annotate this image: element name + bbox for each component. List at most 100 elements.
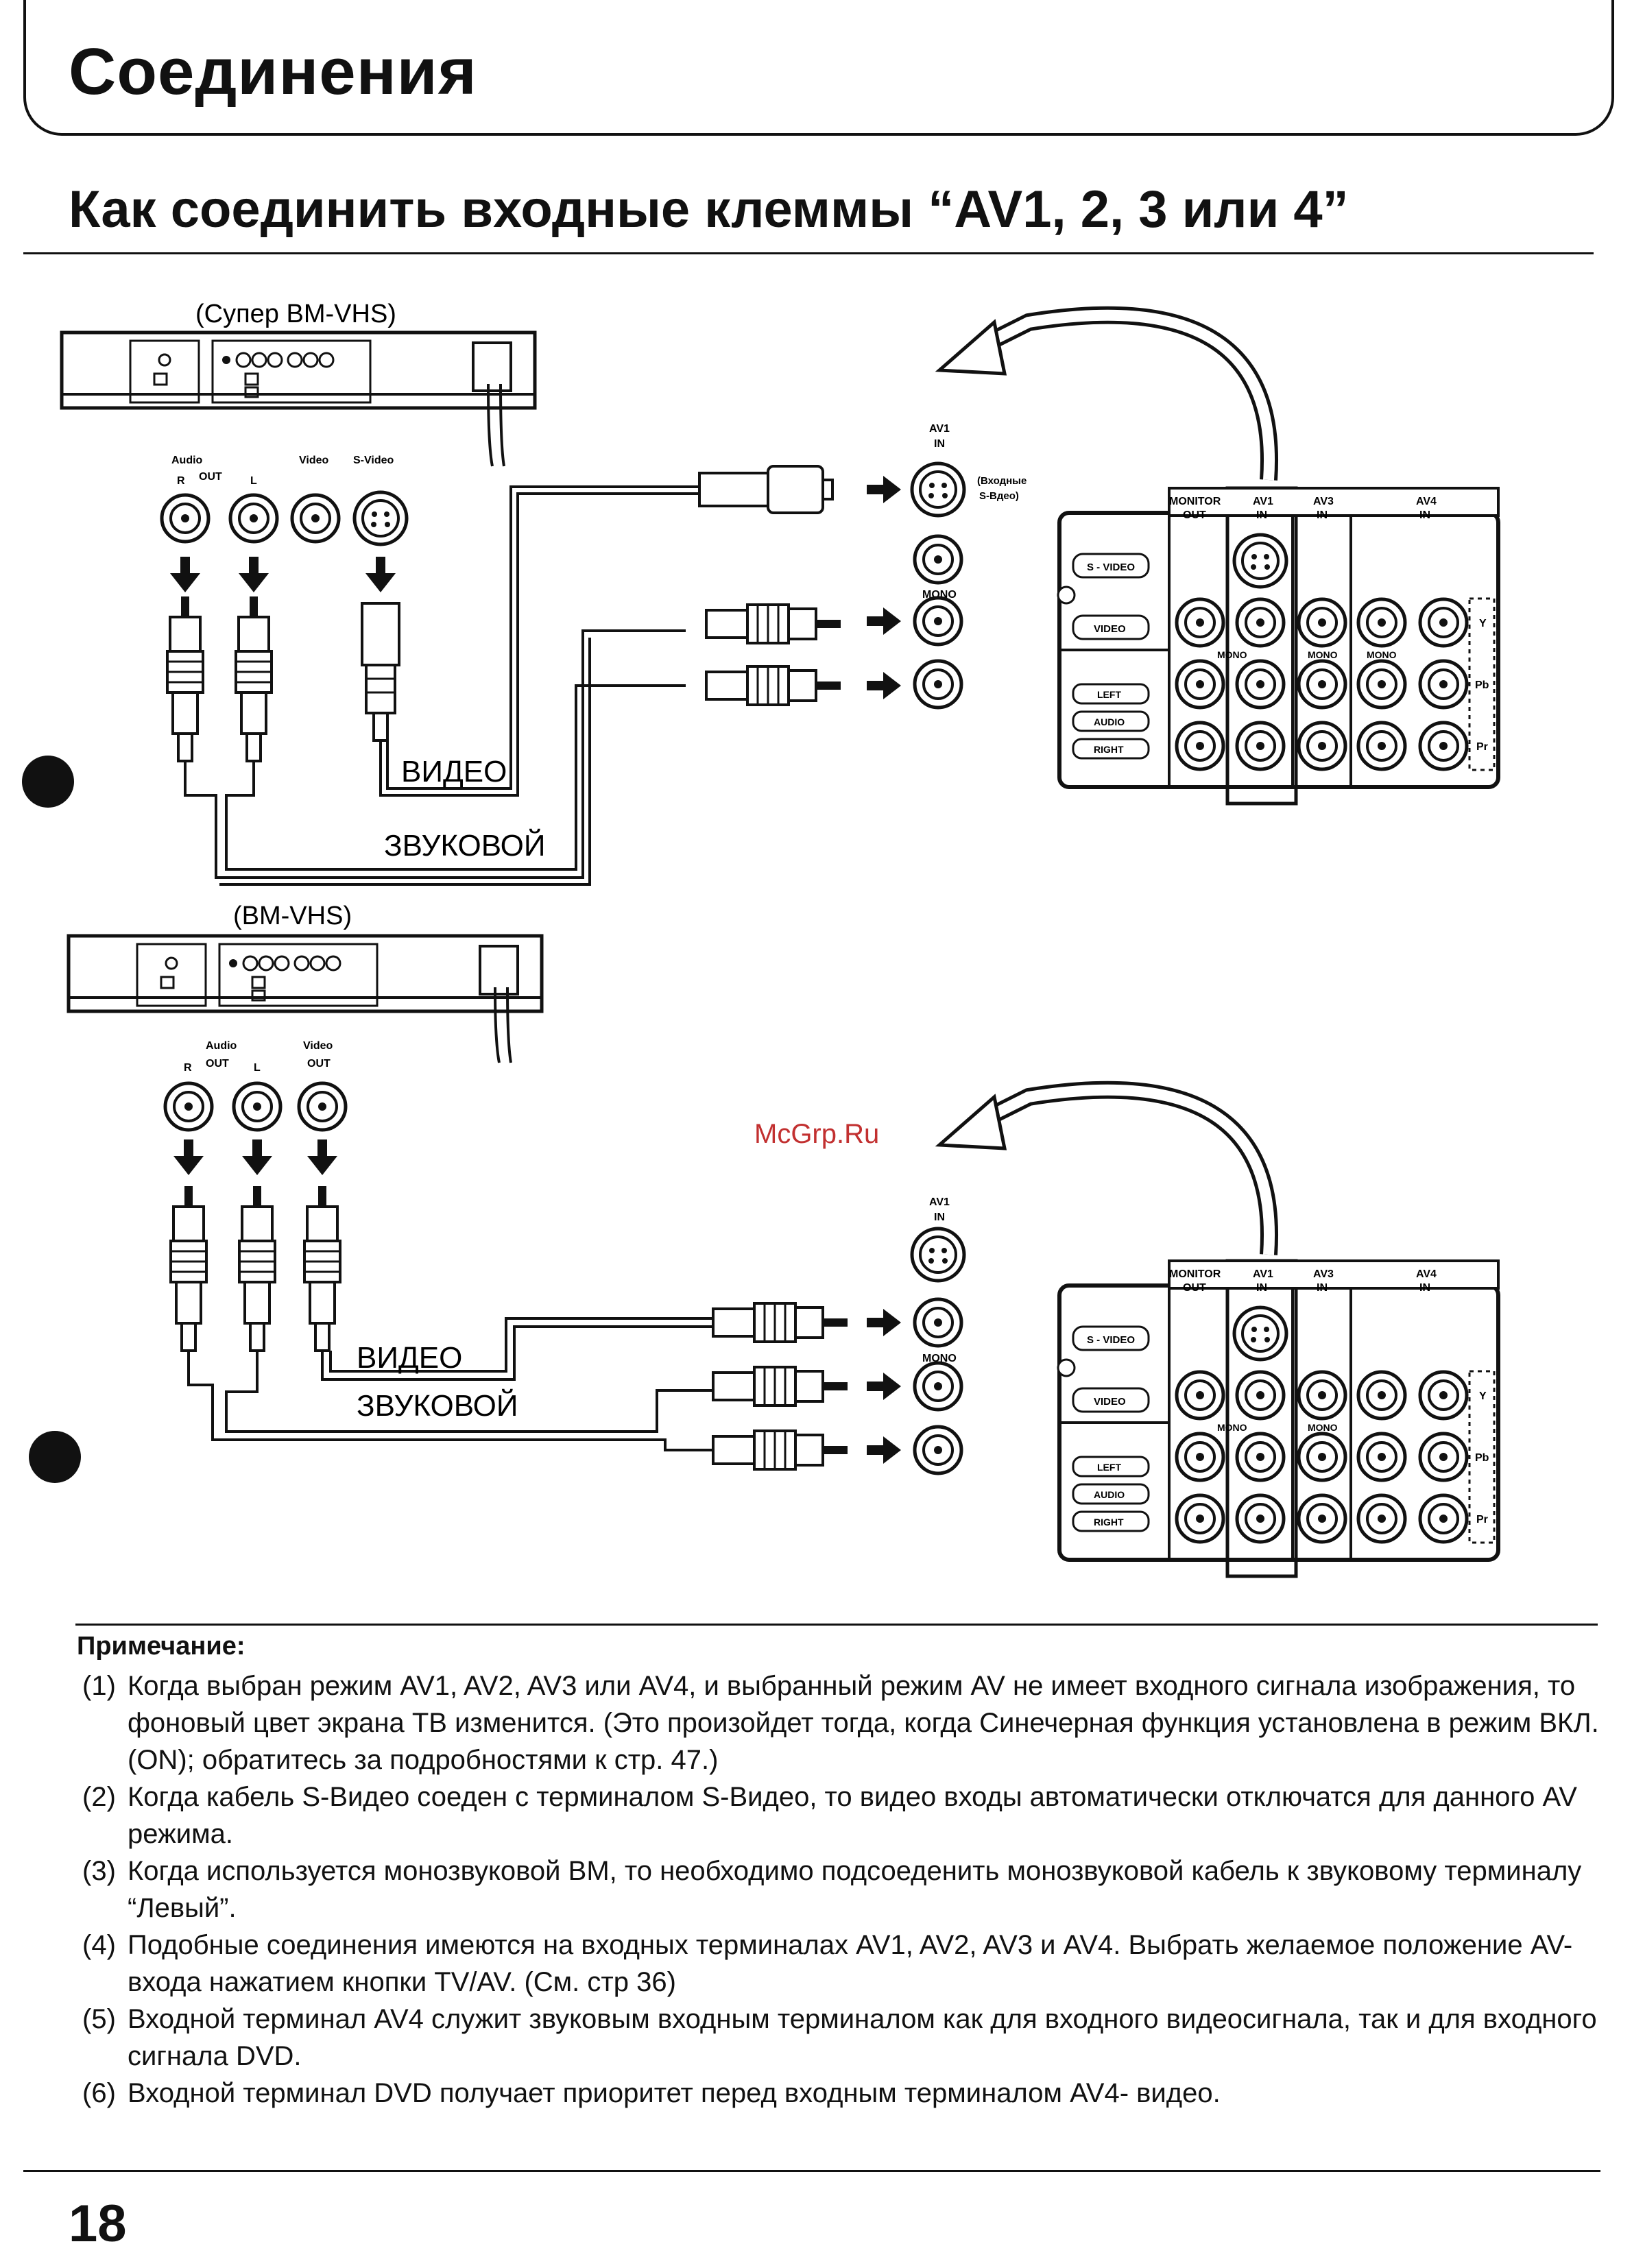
svg-text:IN: IN	[1419, 1282, 1430, 1294]
bullet-dot-top	[22, 756, 74, 808]
bottom-video-label: Video	[303, 1040, 333, 1052]
svg-text:AUDIO: AUDIO	[1094, 1489, 1125, 1500]
svg-text:S - VIDEO: S - VIDEO	[1087, 1334, 1135, 1346]
page-number: 18	[69, 2195, 127, 2253]
svg-text:MONO: MONO	[1217, 649, 1247, 660]
top-out-label: OUT	[199, 471, 222, 483]
svg-text:MONITOR: MONITOR	[1169, 496, 1221, 507]
bottom-video-out-label: OUT	[307, 1058, 331, 1070]
top-av1-label: AV1	[929, 423, 950, 435]
bottom-r-label: R	[184, 1062, 192, 1074]
bottom-rca-r	[169, 1185, 208, 1352]
svg-text:MONITOR: MONITOR	[1169, 1268, 1221, 1280]
top-rca-l	[235, 595, 273, 762]
svg-text:IN: IN	[1419, 509, 1430, 521]
svg-text:IN: IN	[1256, 1282, 1267, 1294]
top-in-label: IN	[934, 438, 945, 450]
top-tv-panel: MONITOR OUT AV1 IN AV3 IN AV4 IN S - VID…	[1058, 488, 1498, 804]
note-text: Когда выбран режим AV1, AV2, AV3 или AV4…	[128, 1671, 1599, 1775]
svg-text:RIGHT: RIGHT	[1094, 744, 1124, 755]
header-frame	[23, 0, 1614, 136]
note-text: Входной терминал AV4 служит звуковым вхо…	[128, 2004, 1597, 2071]
svg-text:VIDEO: VIDEO	[1094, 623, 1126, 635]
svg-text:OUT: OUT	[1183, 1282, 1206, 1294]
top-input-svideo-jack	[912, 463, 964, 516]
watermark: McGrp.Ru	[754, 1119, 880, 1149]
top-rca-r	[166, 595, 204, 762]
top-diagram: (Супер ВМ-VHS) Audio OUT R L Video S-Vid…	[62, 300, 1498, 886]
note-number: (6)	[82, 2078, 116, 2108]
top-l-label: L	[250, 475, 257, 487]
bottom-input-left-jack	[915, 1363, 961, 1410]
note-number: (1)	[82, 1671, 116, 1701]
svg-text:Pr: Pr	[1476, 1514, 1488, 1525]
subheading: Как соединить входные клеммы “AV1, 2, 3 …	[69, 180, 1349, 239]
note-number: (2)	[82, 1782, 116, 1812]
svg-text:AV4: AV4	[1416, 1268, 1437, 1280]
top-audio-r-jack	[162, 495, 208, 542]
top-audio-cable-label: ЗВУКОВОЙ	[384, 828, 546, 862]
top-svideo-in-label-2: S-Вдео)	[979, 490, 1019, 502]
bottom-audio-label: Audio	[206, 1040, 237, 1052]
note-number: (4)	[82, 1930, 116, 1960]
bottom-l-label: L	[254, 1062, 261, 1074]
svg-text:AV1: AV1	[1253, 1268, 1273, 1280]
note-number: (5)	[82, 2004, 116, 2034]
note-text: Когда используется монозвуковой ВМ, то н…	[128, 1856, 1582, 1923]
svg-text:S - VIDEO: S - VIDEO	[1087, 562, 1135, 573]
svg-text:IN: IN	[1317, 1282, 1328, 1294]
bullet-dot-bottom	[29, 1431, 81, 1483]
notes-list: (1) Когда выбран режим AV1, AV2, AV3 или …	[82, 1667, 1605, 2112]
top-input-video-jack	[915, 536, 961, 583]
bottom-diagram: (ВМ-VHS) Audio OUT R L Video OUT ВИДЕО З…	[69, 902, 1498, 1576]
top-r-label: R	[177, 475, 185, 487]
svg-text:Pr: Pr	[1476, 741, 1488, 753]
top-svideo-in-label-1: (Входные	[977, 475, 1027, 487]
note-item: (1) Когда выбран режим AV1, AV2, AV3 или …	[82, 1667, 1605, 1778]
note-item: (6)Входной терминал DVD получает приорит…	[82, 2075, 1605, 2112]
svg-text:Pb: Pb	[1475, 1452, 1489, 1464]
heading-rule	[23, 252, 1594, 254]
bottom-input-video-jack	[915, 1299, 961, 1346]
note-number: (3)	[82, 1856, 116, 1886]
top-device-label: (Супер ВМ-VHS)	[195, 300, 396, 328]
top-input-left-jack	[915, 598, 961, 644]
bottom-audio-l-jack	[234, 1083, 280, 1130]
notes-title: Примечание:	[77, 1632, 245, 1661]
top-video-label: Video	[299, 455, 329, 466]
svg-text:VIDEO: VIDEO	[1094, 1396, 1126, 1408]
notes-rule	[75, 1624, 1598, 1626]
note-item: (3) Когда используется монозвуковой ВМ, т…	[82, 1853, 1605, 1927]
note-item: (2)Когда кабель S-Видео соеден с термина…	[82, 1778, 1605, 1853]
bottom-audio-cable-label: ЗВУКОВОЙ	[357, 1388, 518, 1423]
top-vcr	[62, 333, 535, 408]
connection-diagram: (Супер ВМ-VHS) Audio OUT R L Video S-Vid…	[22, 300, 1632, 1604]
bottom-device-label: (ВМ-VHS)	[233, 902, 352, 930]
svg-text:Pb: Pb	[1475, 679, 1489, 691]
bottom-mono-label: MONO	[922, 1353, 957, 1364]
svg-text:Y: Y	[1479, 1390, 1487, 1402]
svg-text:MONO: MONO	[1308, 1422, 1338, 1433]
bottom-in-label: IN	[934, 1211, 945, 1223]
bottom-vcr	[69, 936, 542, 1011]
svg-text:LEFT: LEFT	[1097, 689, 1121, 700]
svg-text:AV1: AV1	[1253, 496, 1273, 507]
bottom-out-label: OUT	[206, 1058, 229, 1070]
bottom-tv-panel: MONITOR OUT AV1 IN AV3 IN AV4 IN S - VID…	[1058, 1261, 1498, 1576]
top-audio-label: Audio	[171, 455, 203, 466]
bottom-rca-video	[303, 1185, 341, 1352]
svg-text:OUT: OUT	[1183, 509, 1206, 521]
bottom-audio-r-jack	[165, 1083, 212, 1130]
svg-text:IN: IN	[1317, 509, 1328, 521]
svg-text:LEFT: LEFT	[1097, 1462, 1121, 1473]
svg-text:AV4: AV4	[1416, 496, 1437, 507]
top-svideo-jack	[355, 492, 407, 544]
svg-text:IN: IN	[1256, 509, 1267, 521]
svg-text:MONO: MONO	[1367, 649, 1397, 660]
top-video-cable-label: ВИДЕО	[401, 755, 507, 788]
top-audio-l-jack	[230, 495, 277, 542]
bottom-rca-l	[238, 1185, 276, 1352]
footer-rule	[23, 2170, 1600, 2172]
note-text: Подобные соединения имеются на входных т…	[128, 1930, 1573, 1997]
bottom-input-svideo-jack	[912, 1229, 964, 1281]
